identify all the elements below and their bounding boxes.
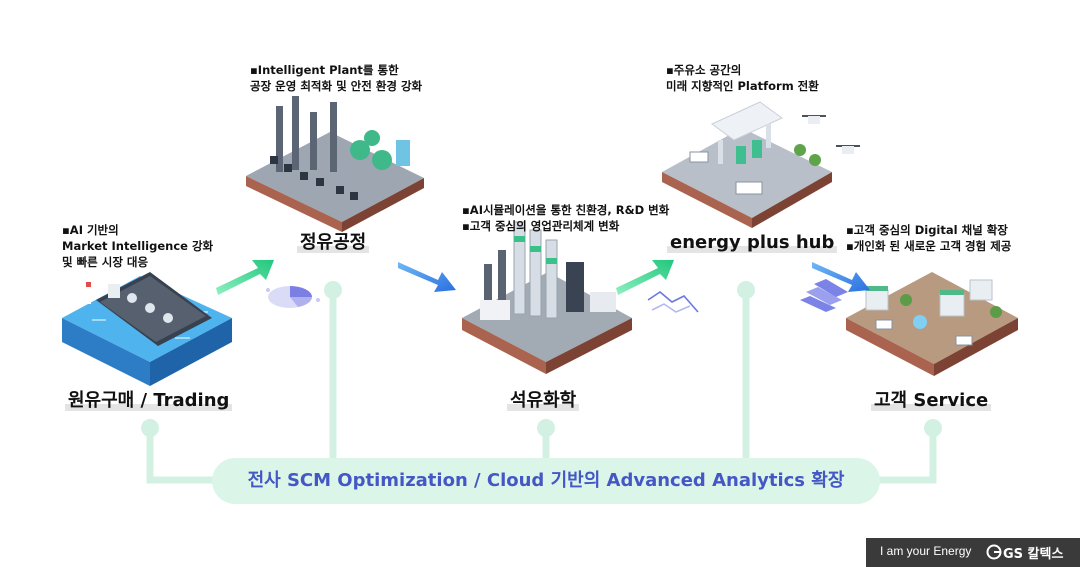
customer-service-illustration	[846, 272, 1018, 376]
trading-notes: ▪AI 기반의 Market Intelligence 강화 및 빠른 시장 대…	[62, 222, 213, 270]
footer-tagline: I am your Energy	[880, 544, 972, 558]
customer-service-notes: ▪고객 중심의 Digital 채널 확장 ▪개인화 된 새로운 고객 경험 제…	[846, 222, 1011, 254]
stage-label-customer-service: 고객 Service	[871, 390, 992, 412]
note-line: 공장 운영 최적화 및 안전 환경 강화	[250, 79, 423, 93]
note-line: ▪개인화 된 새로운 고객 경험 제공	[846, 239, 1012, 253]
note-line: 및 빠른 시장 대응	[62, 255, 149, 269]
gs-logo-icon	[986, 544, 1002, 560]
energy-hub-illustration	[662, 101, 860, 228]
stage-label-petrochemical: 석유화학	[507, 390, 580, 412]
note-line: ▪고객 중심의 영업관리체계 변화	[462, 219, 620, 233]
scm-bar-text: 전사 SCM Optimization / Cloud 기반의 Advanced…	[247, 470, 845, 491]
footer-brand-strip: I am your Energy GS 칼텍스	[866, 538, 1080, 567]
flow-arrow-1	[216, 260, 274, 295]
flow-arrow-4	[812, 262, 870, 292]
refinery-illustration	[246, 96, 424, 232]
petrochemical-notes: ▪AI시뮬레이션을 통한 친환경, R&D 변화 ▪고객 중심의 영업관리체계 …	[462, 202, 669, 234]
note-line: ▪AI시뮬레이션을 통한 친환경, R&D 변화	[462, 203, 670, 217]
note-line: ▪주유소 공간의	[666, 63, 742, 77]
stage-label-trading: 원유구매 / Trading	[65, 390, 233, 412]
note-line: Market Intelligence 강화	[62, 239, 214, 253]
scm-bar	[212, 458, 880, 504]
note-line: 미래 지향적인 Platform 전환	[666, 79, 819, 93]
trading-ship-illustration	[62, 272, 232, 386]
refinery-notes: ▪Intelligent Plant를 통한 공장 운영 최적화 및 안전 환경…	[250, 62, 422, 94]
bar-chart-icon	[800, 279, 848, 312]
note-line: ▪고객 중심의 Digital 채널 확장	[846, 223, 1008, 237]
pie-chart-icon	[266, 286, 320, 308]
line-chart-icon	[647, 291, 699, 313]
note-line: ▪Intelligent Plant를 통한	[250, 63, 399, 77]
flow-arrow-3	[616, 260, 674, 295]
footer-brand: GS 칼텍스	[1003, 547, 1064, 562]
stage-label-energy-hub: energy plus hub	[667, 232, 838, 254]
stage-label-refinery: 정유공정	[297, 232, 370, 254]
connector-dots	[141, 281, 942, 437]
note-line: ▪AI 기반의	[62, 223, 119, 237]
energy-hub-notes: ▪주유소 공간의 미래 지향적인 Platform 전환	[666, 62, 819, 94]
petrochemical-illustration	[462, 221, 632, 374]
flow-arrow-2	[398, 262, 456, 292]
